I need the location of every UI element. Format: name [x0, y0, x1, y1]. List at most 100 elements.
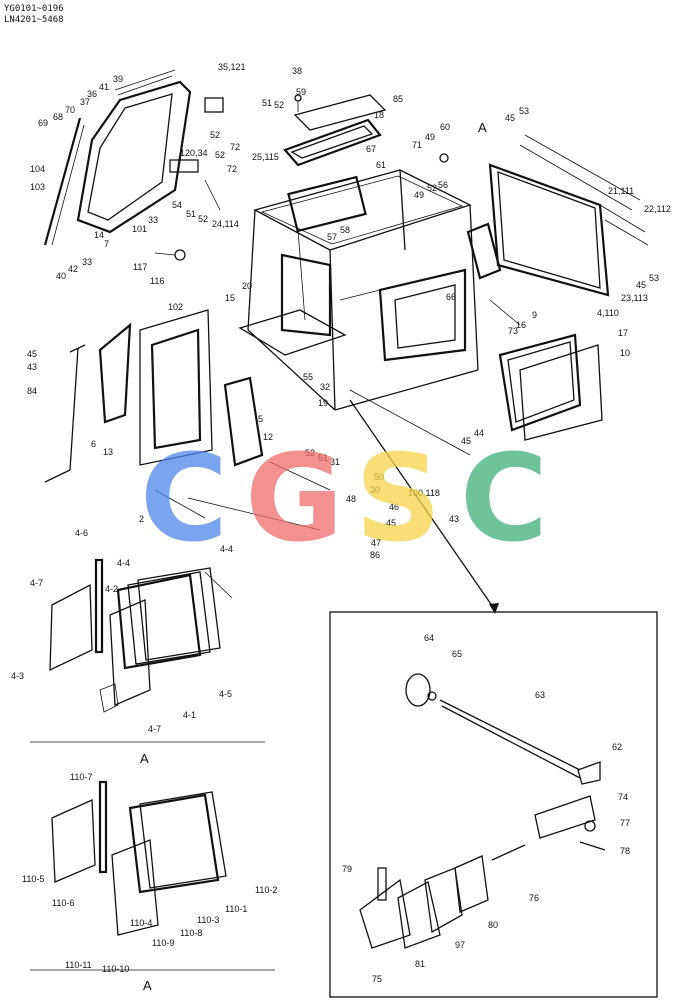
part-number-label: 12 — [263, 432, 273, 442]
serial-range-1: YG0101~0196 — [4, 4, 64, 14]
part-number-label: 110-4 — [130, 918, 152, 928]
part-number-label: 52 — [274, 100, 284, 110]
part-number-label: 120,34 — [180, 148, 208, 158]
part-number-label: 53 — [649, 273, 659, 283]
part-number-label: 24,114 — [212, 219, 239, 229]
part-number-label: 110-6 — [52, 898, 74, 908]
part-number-label: 48 — [346, 494, 356, 504]
part-number-label: 16 — [516, 320, 526, 330]
part-number-label: 52 — [210, 130, 220, 140]
part-number-label: 7 — [104, 239, 109, 249]
part-number-label: 69 — [38, 118, 48, 128]
part-number-label: 22,112 — [644, 204, 671, 214]
part-number-label: 55 — [303, 372, 313, 382]
rear-window-assembly — [439, 134, 649, 326]
part-number-label: 45 — [27, 349, 37, 359]
view-a-upper — [30, 558, 265, 743]
part-number-label: 45 — [636, 280, 646, 290]
part-number-label: 101 — [132, 224, 147, 234]
part-number-label: 85 — [393, 94, 403, 104]
part-number-label: 60 — [440, 122, 450, 132]
part-number-label: 84 — [27, 386, 37, 396]
roof-window-assembly — [283, 94, 387, 167]
part-number-label: 80 — [488, 920, 498, 930]
part-number-label: 10 — [620, 348, 630, 358]
part-number-label: 47 — [371, 538, 381, 548]
part-number-label: 70 — [65, 105, 75, 115]
part-number-label: 117 — [133, 262, 147, 272]
part-number-label: 110-2 — [255, 885, 277, 895]
part-number-label: 65 — [452, 649, 462, 659]
serial-range-2: LN4201~5468 — [4, 15, 64, 25]
side-window-assembly — [498, 333, 603, 441]
part-number-label: 4-7 — [30, 578, 43, 588]
part-number-label: 71 — [412, 140, 422, 150]
part-number-label: 52 — [198, 214, 208, 224]
part-number-label: 50 — [374, 472, 384, 482]
part-number-label: 4-4 — [117, 558, 130, 568]
part-number-label: 110-11 — [65, 960, 92, 970]
part-number-label: 18 — [374, 110, 384, 120]
part-number-label: 33 — [148, 215, 158, 225]
part-number-label: 110-7 — [70, 772, 92, 782]
part-number-label: 21,111 — [608, 186, 634, 196]
view-a-title-upper: A — [140, 751, 149, 766]
part-number-label: 110-10 — [102, 964, 129, 974]
part-number-label: 52 — [305, 448, 315, 458]
part-number-label: 4-1 — [183, 710, 196, 720]
part-number-label: 72 — [227, 164, 237, 174]
part-number-label: 25,115 — [252, 152, 279, 162]
part-number-label: 103 — [30, 182, 45, 192]
part-number-label: 44 — [474, 428, 484, 438]
part-number-label: 13 — [103, 447, 113, 457]
part-number-label: 49 — [414, 190, 424, 200]
part-number-label: 45 — [461, 436, 471, 446]
part-number-label: 57 — [327, 232, 337, 242]
part-number-label: 42 — [68, 264, 78, 274]
part-number-label: 5 — [258, 414, 263, 424]
part-number-label: 51 — [186, 209, 196, 219]
part-number-label: 78 — [620, 846, 630, 856]
part-number-label: 102 — [168, 302, 183, 312]
part-number-label: 2 — [139, 514, 144, 524]
part-number-label: 9 — [532, 310, 537, 320]
part-number-label: 100,118 — [408, 488, 440, 498]
part-number-label: 62 — [612, 742, 622, 752]
part-number-label: 52 — [427, 183, 437, 193]
part-number-label: 51 — [318, 453, 328, 463]
part-number-label: 58 — [340, 225, 350, 235]
door-frame-assembly — [43, 69, 224, 261]
part-number-label: 116 — [150, 276, 164, 286]
part-number-label: 63 — [535, 690, 545, 700]
part-number-label: 4-5 — [219, 689, 232, 699]
part-number-label: 39 — [113, 74, 123, 84]
part-number-label: 52 — [215, 150, 225, 160]
part-number-label: 72 — [230, 142, 240, 152]
part-number-label: 75 — [372, 974, 382, 984]
part-number-label: 4-7 — [148, 724, 161, 734]
part-number-label: 53 — [519, 106, 529, 116]
part-number-label: 45 — [386, 518, 396, 528]
part-number-label: 110-3 — [197, 915, 219, 925]
part-number-label: 110-5 — [22, 874, 44, 884]
part-number-label: 41 — [99, 82, 109, 92]
part-number-label: 40 — [56, 271, 66, 281]
part-number-label: 15 — [225, 293, 235, 303]
part-number-label: 4-6 — [75, 528, 88, 538]
part-number-label: 74 — [618, 792, 628, 802]
part-number-label: 4-4 — [220, 544, 233, 554]
part-number-label: 110-9 — [152, 938, 174, 948]
part-number-label: 31 — [330, 457, 340, 467]
part-number-label: 77 — [620, 818, 630, 828]
part-number-label: 32 — [320, 382, 330, 392]
part-number-label: 104 — [30, 164, 45, 174]
part-number-label: 30 — [370, 485, 380, 495]
part-number-label: 86 — [370, 550, 380, 560]
part-number-label: 59 — [296, 87, 306, 97]
part-number-label: 46 — [389, 502, 399, 512]
part-number-label: 66 — [446, 292, 456, 302]
part-number-label: 36 — [87, 89, 97, 99]
part-number-label: 79 — [342, 864, 352, 874]
